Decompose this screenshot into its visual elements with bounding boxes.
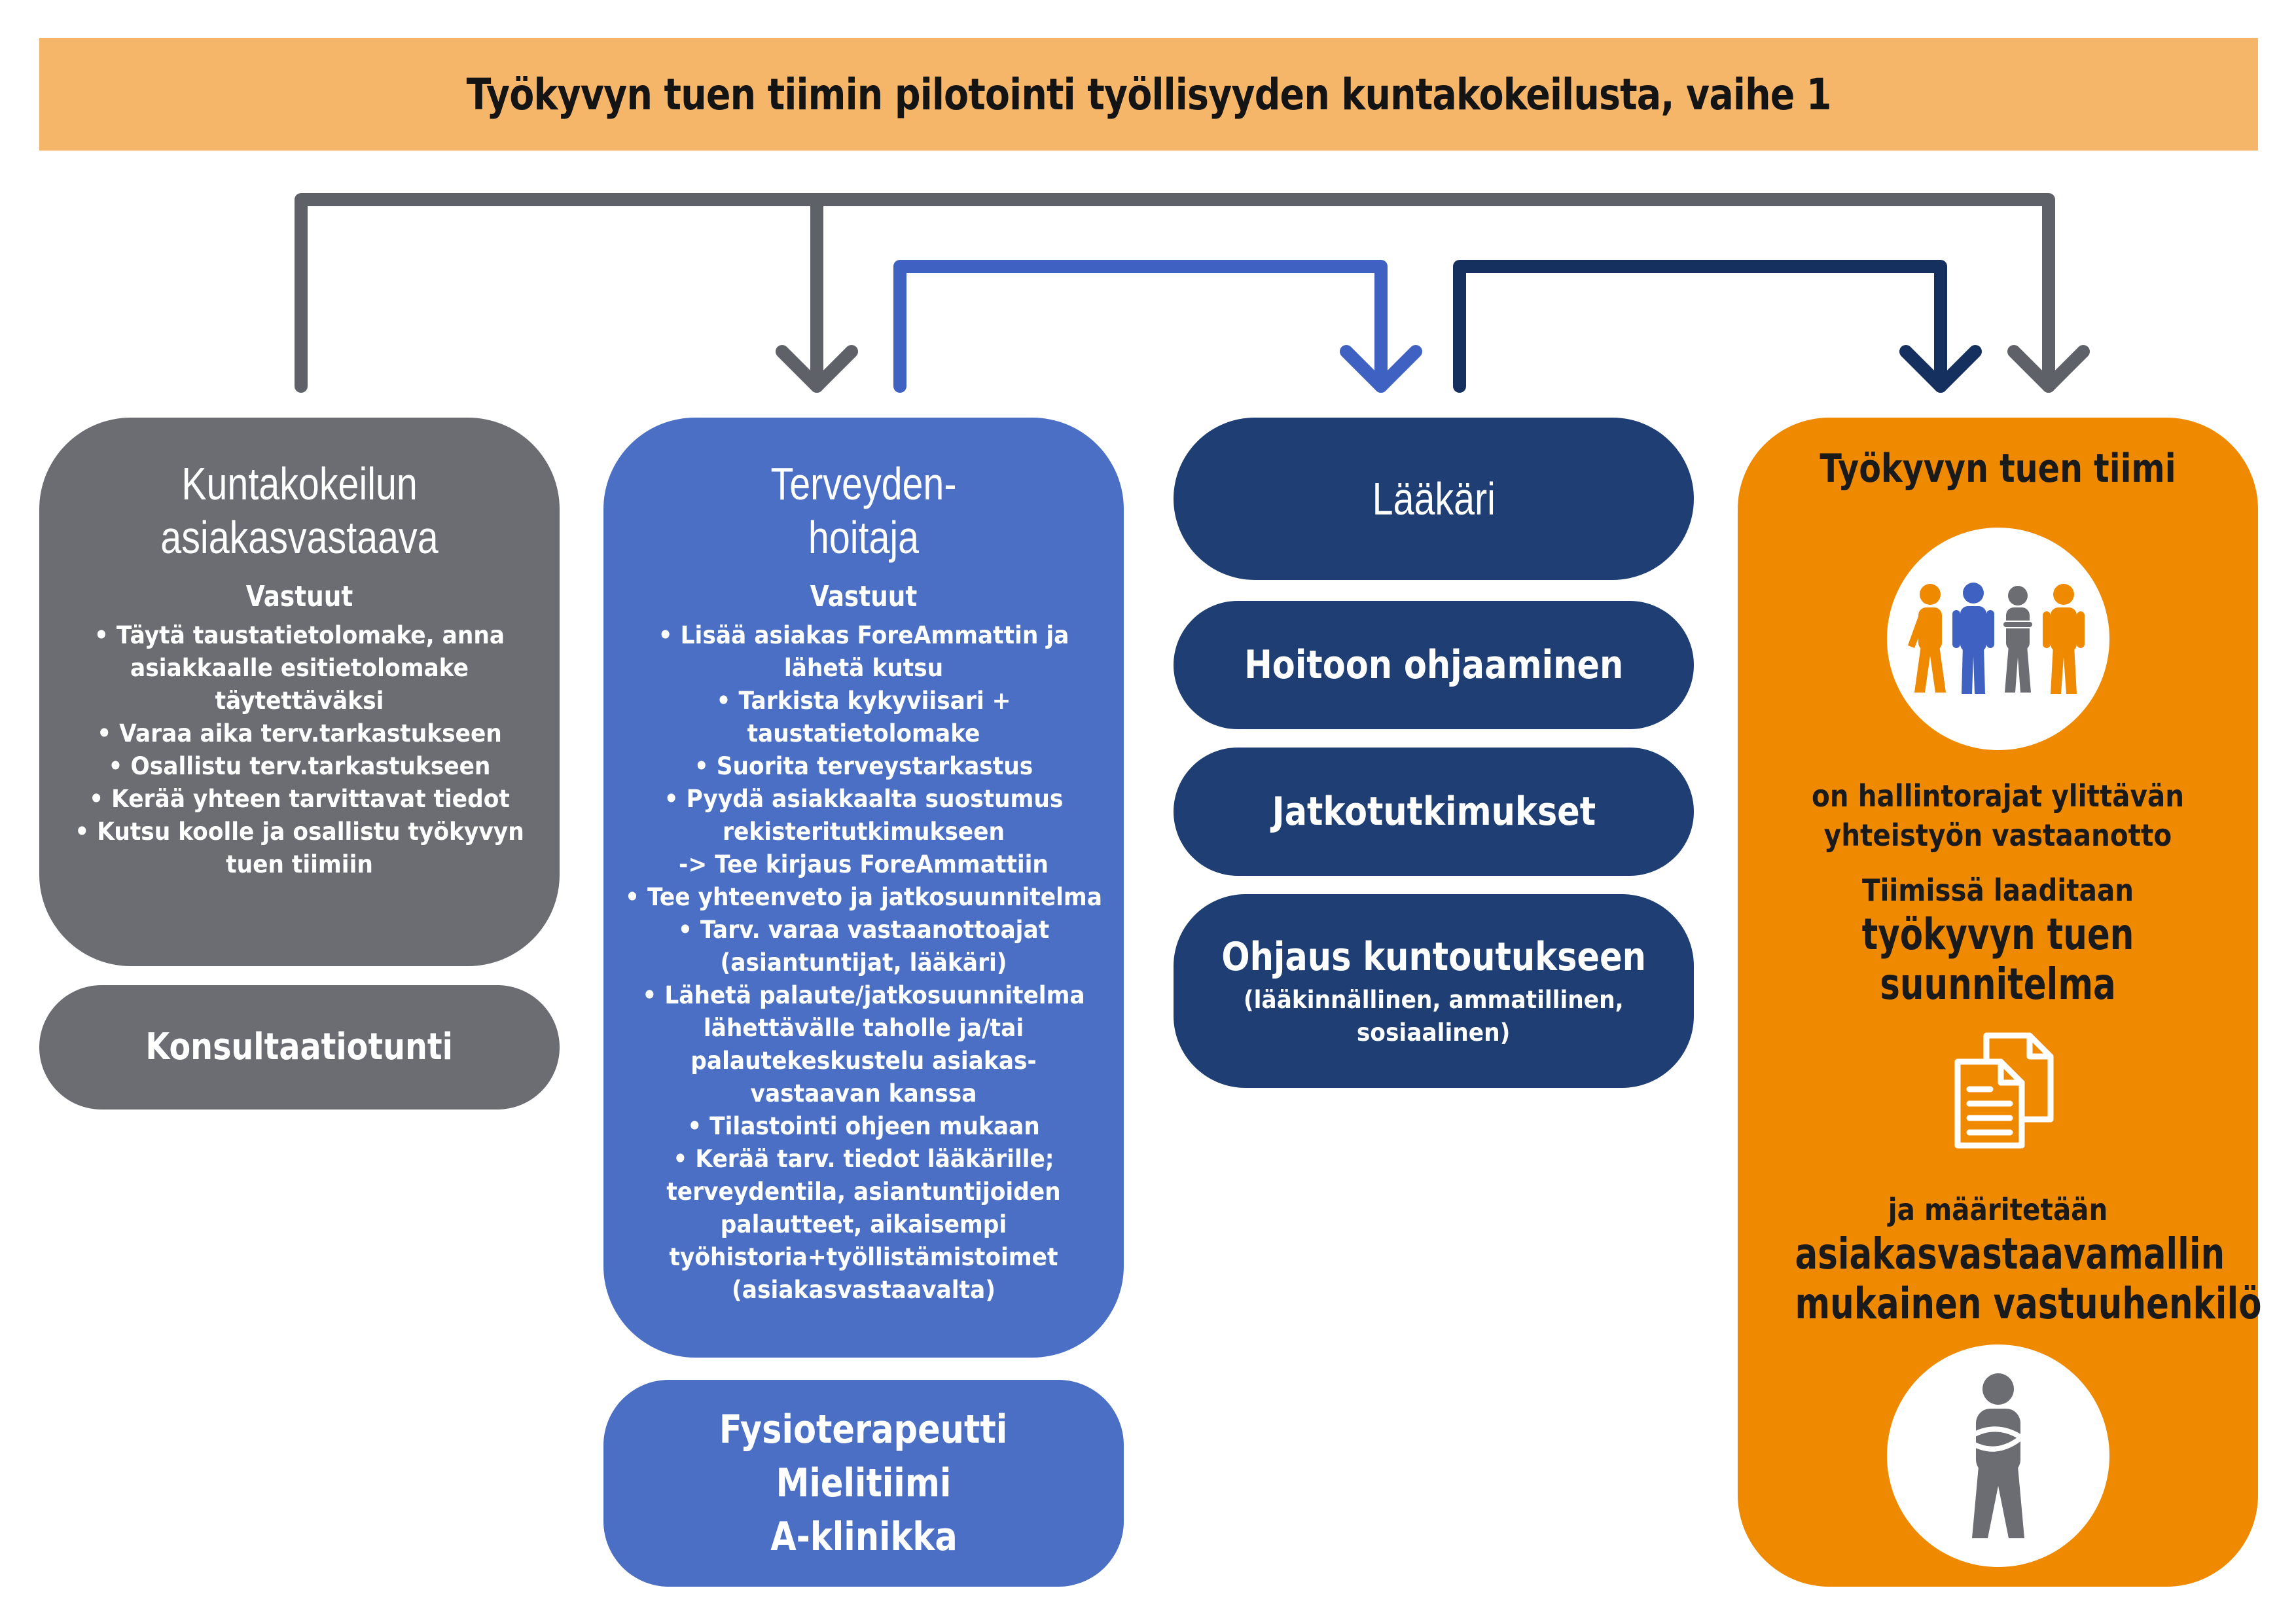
list-item: (asiakasvastaavalta) [732,1276,996,1304]
other-services-card: Fysioterapeutti Mielitiimi A-klinikka [603,1380,1124,1587]
list-item: • Tilastointi ohjeen mukaan [687,1112,1040,1140]
asiakasvastaava-title-line2: asiakasvastaava [160,512,439,563]
terveydenhoitaja-card: Terveyden- hoitaja Vastuut • Lisää asiak… [603,418,1124,1358]
list-item: • Pyydä asiakkaalta suostumus [664,785,1064,813]
tiimi-card: Työkyvyn tuen tiimi [1738,418,2262,1587]
arrow-to-tiimi-navy [1899,345,1982,393]
arrow-to-tiimi-grey [2007,345,2090,393]
list-item: tuen tiimiin [226,850,373,878]
tiimi-plan-line1: työkyvyn tuen [1861,909,2134,960]
a-klinikka-label: A-klinikka [770,1514,958,1560]
tiimi-resp-intro: ja määritetään [1888,1192,2108,1227]
grey-connector [295,193,2090,393]
terveydenhoitaja-responsibility-list: • Lisää asiakas ForeAmmattin ja lähetä k… [603,619,1124,1307]
navy-connector [1453,260,1982,393]
arrow-to-terveydenhoitaja [776,345,858,393]
list-item: taustatietolomake [747,719,980,748]
fysioterapeutti-label: Fysioterapeutti [719,1407,1008,1453]
page-title: Työkyvyn tuen tiimin pilotointi työllisy… [466,69,1831,120]
list-item: (asiantuntijat, lääkäri) [720,948,1007,977]
list-item: • Kutsu koolle ja osallistu työkyvyn [75,818,524,846]
terveydenhoitaja-title-line1: Terveyden- [770,458,957,509]
person-icon [1971,1373,2026,1538]
tiimi-resp-line2: mukainen vastuuhenkilö [1795,1278,2262,1329]
laakari-card: Lääkäri [1174,418,1694,580]
hoitoon-ohjaaminen-label: Hoitoon ohjaaminen [1244,642,1624,688]
ohjaus-kuntoutukseen-label: Ohjaus kuntoutukseen [1221,934,1646,980]
team-circle [1887,528,2109,750]
list-item: asiakkaalle esitietolomake [130,654,469,682]
blue-connector [893,260,1422,393]
list-item: • Lähetä palaute/jatkosuunnitelma [642,981,1085,1009]
jatkotutkimukset-card: Jatkotutkimukset [1174,748,1694,876]
list-item: • Tarv. varaa vastaanottoajat [677,916,1050,944]
tiimi-desc-line1: on hallintorajat ylittävän [1811,778,2185,814]
person-circle [1887,1344,2109,1567]
tiimi-plan-intro: Tiimissä laaditaan [1861,873,2134,908]
asiakasvastaava-card: Kuntakokeilun asiakasvastaava Vastuut • … [39,418,560,966]
konsultaatiotunti-card: Konsultaatiotunti [39,985,560,1110]
documents-icon [1954,1032,2054,1149]
tiimi-title: Työkyvyn tuen tiimi [1820,446,2176,492]
title-banner: Työkyvyn tuen tiimin pilotointi työllisy… [39,38,2258,151]
list-item: täytettäväksi [215,687,384,715]
team-people-icon [1908,583,2085,694]
ohjaus-sub-line2: sosiaalinen) [1357,1019,1511,1047]
list-item: palautekeskustelu asiakas- [691,1047,1037,1075]
arrow-to-laakari [1340,345,1422,393]
list-item: • Varaa aika terv.tarkastukseen [97,719,502,748]
ohjaus-sub-line1: (lääkinnällinen, ammatillinen, [1244,986,1624,1014]
list-item: vastaavan kanssa [750,1079,977,1108]
list-item: -> Tee kirjaus ForeAmmattiin [679,850,1049,878]
list-item: • Tarkista kykyviisari + [716,687,1011,715]
tiimi-plan-line2: suunnitelma [1880,959,2116,1009]
terveydenhoitaja-vastuut-heading: Vastuut [810,580,918,613]
tiimi-resp-line1: asiakasvastaavamallin [1795,1229,2225,1279]
asiakasvastaava-vastuut-heading: Vastuut [245,580,353,613]
asiakasvastaava-responsibility-list: • Täytä taustatietolomake, anna asiakkaa… [39,619,560,881]
list-item: lähettävälle taholle ja/tai [703,1014,1024,1042]
jatkotutkimukset-label: Jatkotutkimukset [1272,789,1596,835]
list-item: lähetä kutsu [783,654,944,682]
list-item: • Osallistu terv.tarkastukseen [108,752,491,780]
list-item: terveydentila, asiantuntijoiden [666,1178,1061,1206]
mielitiimi-label: Mielitiimi [776,1460,952,1506]
list-item: • Kerää tarv. tiedot lääkärille; [673,1145,1054,1173]
terveydenhoitaja-title-line2: hoitaja [808,512,920,563]
list-item: palautteet, aikaisempi [720,1210,1007,1238]
list-item: • Lisää asiakas ForeAmmattin ja [658,621,1069,649]
laakari-title: Lääkäri [1372,473,1496,524]
konsultaatiotunti-label: Konsultaatiotunti [145,1026,454,1068]
list-item: • Kerää yhteen tarvittavat tiedot [89,785,510,813]
tiimi-desc-line2: yhteistyön vastaanotto [1823,818,2172,853]
hoitoon-ohjaaminen-card: Hoitoon ohjaaminen [1174,601,1694,729]
list-item: • Suorita terveystarkastus [694,752,1033,780]
list-item: rekisteritutkimukseen [723,818,1005,846]
list-item: • Täytä taustatietolomake, anna [94,621,505,649]
list-item: työhistoria+työllistämistoimet [669,1243,1058,1271]
asiakasvastaava-title-line1: Kuntakokeilun [181,458,418,509]
list-item: • Tee yhteenveto ja jatkosuunnitelma [625,883,1102,911]
ohjaus-kuntoutukseen-card: Ohjaus kuntoutukseen (lääkinnällinen, am… [1174,894,1694,1088]
